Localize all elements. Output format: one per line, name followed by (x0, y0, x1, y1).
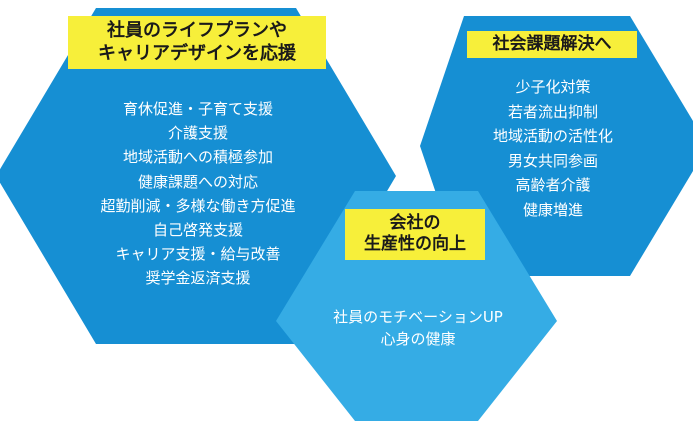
social-issues-title: 社会課題解決へ (467, 31, 637, 59)
employee-life-plan-item: キャリア支援・給与改善 (115, 245, 281, 264)
productivity-item: 心身の健康 (380, 330, 456, 348)
employee-life-plan-item: 奨学金返済支援 (145, 269, 251, 288)
productivity-title-line: 生産性の向上 (364, 234, 466, 255)
productivity-title: 会社の 生産性の向上 (345, 209, 485, 260)
productivity-list: 社員のモチベーションUP 心身の健康 (303, 306, 533, 350)
left-hexagon (0, 8, 396, 344)
social-issues-item: 少子化対策 (515, 78, 591, 96)
social-issues-item: 若者流出抑制 (507, 102, 598, 121)
employee-life-plan-item: 育休促進・子育て支援 (122, 100, 273, 118)
social-issues-item: 地域活動の活性化 (492, 127, 613, 145)
social-issues-item: 健康増進 (522, 200, 583, 219)
social-issues-list: 少子化対策 若者流出抑制 地域活動の活性化 男女共同参画 高齢者介護 健康増進 (468, 75, 638, 222)
employee-life-plan-item: 地域活動への積極参加 (122, 148, 273, 167)
employee-life-plan-title-line: 社員のライフプランや (107, 20, 287, 41)
productivity-item: 社員のモチベーションUP (333, 308, 503, 326)
employee-life-plan-title-line: キャリアデザインを応援 (98, 42, 296, 64)
social-issues-title-line: 社会課題解決へ (492, 34, 612, 54)
employee-life-plan-list: 育休促進・子育て支援 介護支援 地域活動への積極参加 健康課題への対応 超勤削減… (58, 97, 338, 291)
employee-life-plan-item: 超勤削減・多様な働き方促進 (100, 196, 296, 215)
social-issues-item: 男女共同参画 (507, 151, 598, 170)
social-issues-item: 高齢者介護 (515, 176, 591, 194)
employee-life-plan-title: 社員のライフプランや キャリアデザインを応援 (68, 16, 326, 69)
employee-life-plan-item: 健康課題への対応 (137, 172, 258, 191)
employee-life-plan-item: 介護支援 (167, 124, 228, 143)
productivity-title-line: 会社の (389, 213, 441, 233)
employee-life-plan-item: 自己啓発支援 (152, 221, 243, 240)
